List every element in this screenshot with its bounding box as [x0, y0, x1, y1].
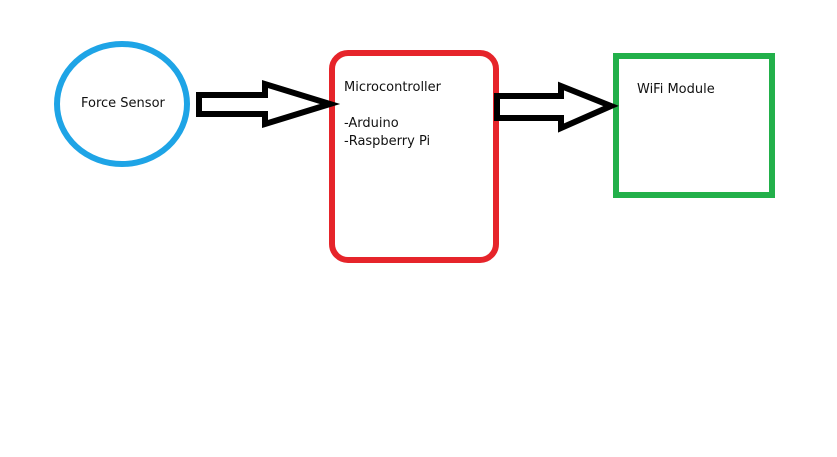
force-sensor-node	[54, 41, 190, 167]
arrow-microcontroller-to-wifi	[494, 81, 619, 133]
microcontroller-title: Microcontroller	[344, 80, 442, 95]
microcontroller-item-raspberry-pi: -Raspberry Pi	[344, 134, 431, 149]
wifi-module-node	[613, 53, 775, 198]
microcontroller-node	[329, 50, 499, 263]
force-sensor-label: Force Sensor	[81, 96, 165, 111]
microcontroller-item-arduino: -Arduino	[344, 116, 399, 131]
arrow-sensor-to-microcontroller	[196, 79, 341, 129]
wifi-module-label: WiFi Module	[637, 82, 715, 97]
